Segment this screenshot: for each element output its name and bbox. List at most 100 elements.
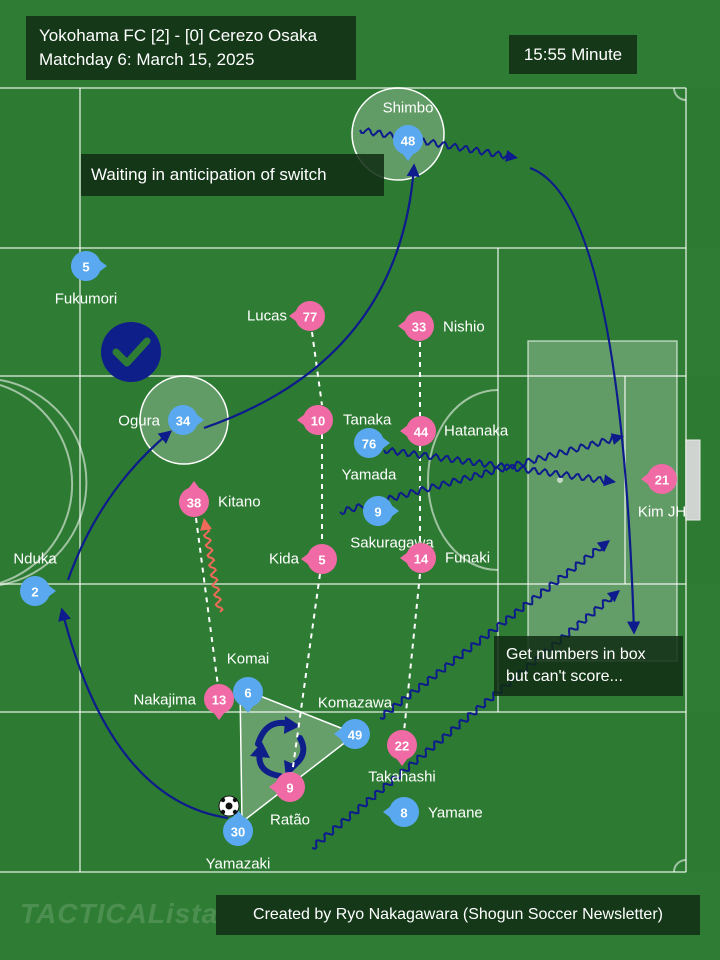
check-badge-icon: [101, 322, 161, 382]
facing-pointer: [334, 728, 342, 740]
players-layer: 48Shimbo5Fukumori34Ogura76Yamada9Sakurag…: [13, 100, 686, 873]
player-number: 44: [414, 425, 429, 440]
corner-arc: [673, 859, 687, 873]
player-number: 10: [311, 414, 325, 429]
dashed-line: [311, 331, 323, 406]
player-number: 13: [212, 693, 226, 708]
player-name: Komai: [227, 651, 270, 668]
pink-player-marker: [404, 311, 434, 341]
facing-pointer: [196, 414, 204, 426]
turf-stripe: [0, 376, 720, 584]
player-name: Nakajima: [133, 692, 196, 709]
pink-player-marker: [295, 301, 325, 331]
facing-pointer: [269, 781, 277, 793]
facing-pointer: [297, 414, 305, 426]
facing-pointer: [188, 481, 200, 489]
watermark-logo: TACTICALista: [20, 898, 219, 929]
player-name: Hatanaka: [444, 423, 509, 440]
facing-pointer: [391, 505, 399, 517]
dashed-line: [403, 573, 421, 733]
facing-pointer: [400, 425, 408, 437]
pass-arrow: [203, 163, 420, 430]
kitano-run: [202, 519, 224, 613]
player-name: Tanaka: [343, 412, 392, 429]
pink-player-marker: [406, 416, 436, 446]
marking-lines: [195, 331, 421, 775]
pink-player-marker: [275, 772, 305, 802]
pink-player-marker: [307, 544, 337, 574]
facing-pointer: [213, 712, 225, 720]
facing-pointer: [396, 758, 408, 766]
player-number: 21: [655, 473, 669, 488]
player-name: Yamazaki: [206, 856, 271, 873]
pass-arrow: [58, 607, 229, 820]
blue-player-marker: [223, 816, 253, 846]
blue-player-marker: [340, 719, 370, 749]
komazawa-run-head: [596, 540, 610, 553]
kitano-run-head: [200, 518, 212, 531]
pink-player-marker: [647, 464, 677, 494]
facing-pointer: [289, 310, 297, 322]
player-nakajima: 13 Nakajima: [133, 684, 234, 720]
facing-pointer: [301, 553, 309, 565]
pink-player-marker: [179, 487, 209, 517]
player-name: Funaki: [445, 550, 490, 567]
rotation-arrows-icon: [250, 716, 307, 779]
player-nishio: 33 Nishio: [398, 311, 485, 341]
blue-player-marker: [389, 797, 419, 827]
player-number: 34: [176, 414, 191, 429]
penalty-arc: [427, 389, 499, 571]
player-number: 77: [303, 310, 317, 325]
facing-pointer: [48, 585, 56, 597]
player-number: 30: [231, 825, 245, 840]
player-number: 6: [244, 686, 251, 701]
corner-arc: [673, 87, 687, 101]
player-number: 9: [286, 781, 293, 796]
sakuragawa-run-head: [610, 433, 624, 445]
player-name: Kim JH: [638, 504, 686, 521]
player-number: 5: [318, 553, 325, 568]
komazawa-run: [379, 540, 610, 721]
pink-player-marker: [303, 405, 333, 435]
player-name: Nishio: [443, 319, 485, 336]
facing-pointer: [232, 810, 244, 818]
player-number: 8: [400, 806, 407, 821]
facing-pointer: [398, 320, 406, 332]
blue-player-marker: [20, 576, 50, 606]
match-header: Yokohama FC [2] - [0] Cerezo Osaka Match…: [26, 16, 356, 80]
player-number: 33: [412, 320, 426, 335]
facing-pointer: [402, 153, 414, 161]
facing-pointer: [641, 473, 649, 485]
facing-pointer: [400, 552, 408, 564]
facing-pointer: [383, 806, 391, 818]
player-number: 2: [31, 585, 38, 600]
player-number: 9: [374, 505, 381, 520]
player-number: 22: [395, 739, 409, 754]
blue-player-marker: [71, 251, 101, 281]
pink-player-marker: [204, 684, 234, 714]
box-note-line-1: Get numbers in box: [506, 646, 646, 663]
matchday-date: Matchday 6: March 15, 2025: [39, 50, 255, 69]
dashed-line: [195, 517, 219, 687]
box-note: Get numbers in box but can't score...: [494, 636, 683, 696]
credit-caption: Created by Ryo Nakagawara (Shogun Soccer…: [216, 895, 700, 935]
player-tanaka: 10 Tanaka: [297, 405, 392, 435]
blue-player-marker: [168, 405, 198, 435]
blue-player-marker: [363, 496, 393, 526]
shimbo-run: [359, 127, 517, 160]
centre-circle: [0, 384, 74, 584]
